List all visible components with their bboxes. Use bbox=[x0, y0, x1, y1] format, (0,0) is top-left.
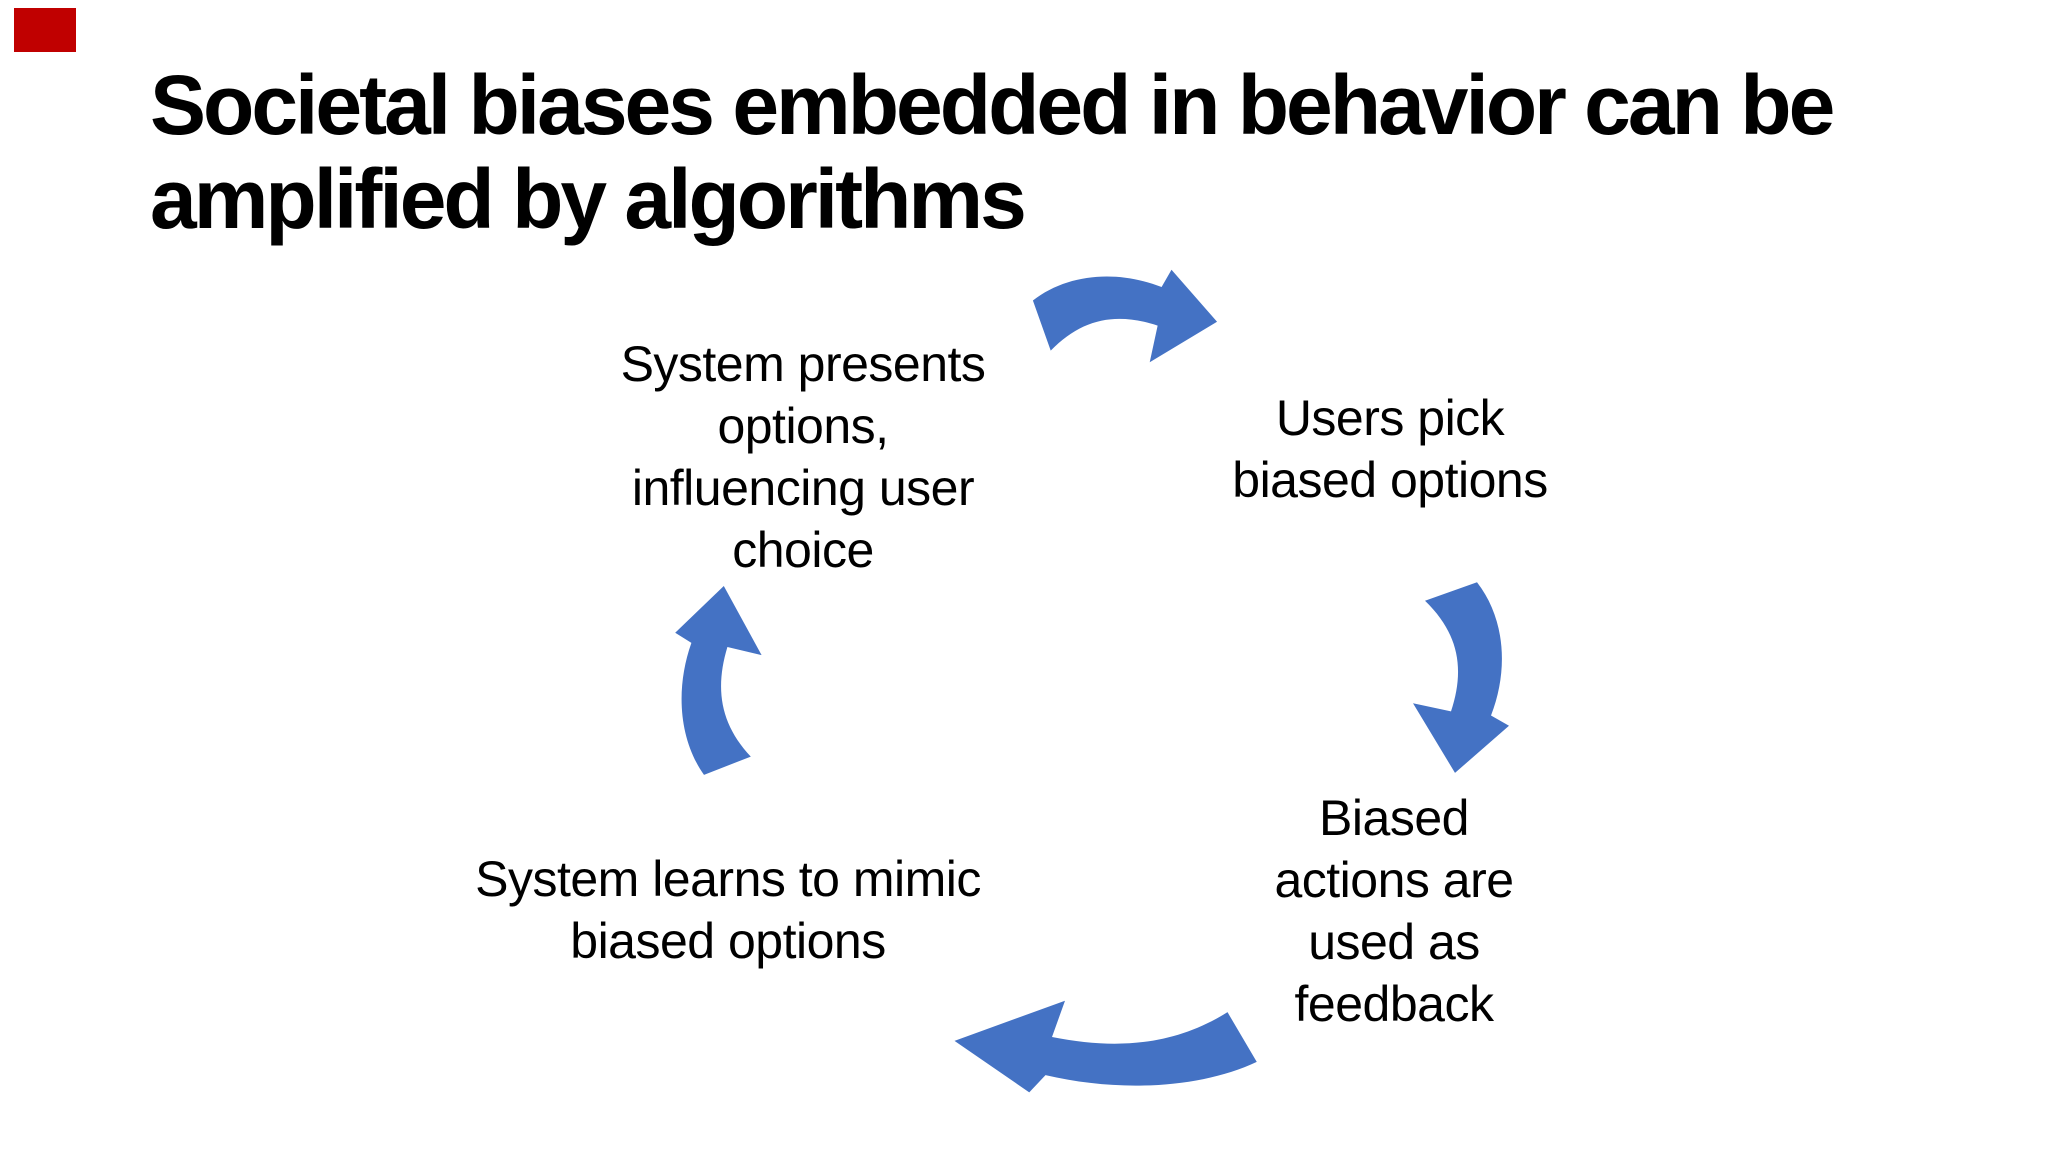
text-line: biased options bbox=[1232, 452, 1548, 508]
red-marker bbox=[14, 8, 76, 52]
curved-arrow-left-icon bbox=[948, 995, 1273, 1100]
text-line: Users pick bbox=[1275, 390, 1505, 446]
cycle-node-system-learns: System learns to mimic biased options bbox=[475, 848, 981, 972]
curved-arrow-down-shape bbox=[1413, 582, 1509, 773]
text-line: options, bbox=[717, 398, 889, 454]
curved-arrow-left-shape bbox=[954, 1000, 1257, 1093]
slide-title: Societal biases embedded in behavior can… bbox=[150, 58, 1835, 246]
curved-arrow-down-svg bbox=[1413, 582, 1509, 773]
text-line: used as bbox=[1308, 914, 1480, 970]
text-line: feedback bbox=[1294, 976, 1494, 1032]
text-line: biased options bbox=[570, 913, 886, 969]
curved-arrow-right-icon bbox=[1023, 262, 1221, 368]
text-line: actions are bbox=[1274, 852, 1514, 908]
curved-arrow-down-icon bbox=[1407, 572, 1517, 777]
text-line: System learns to mimic bbox=[475, 851, 981, 907]
cycle-node-biased-feedback: Biased actions are used as feedback bbox=[1274, 787, 1514, 1035]
curved-arrow-up-shape bbox=[675, 586, 762, 775]
cycle-node-users-pick: Users pick biased options bbox=[1232, 387, 1548, 511]
curved-arrow-right-svg bbox=[1032, 269, 1218, 363]
text-line: Biased bbox=[1319, 790, 1469, 846]
cycle-node-system-presents: System presents options, influencing user c… bbox=[621, 333, 986, 581]
curved-arrow-up-svg bbox=[675, 586, 762, 775]
text-line: System presents bbox=[620, 336, 986, 392]
text-line: choice bbox=[732, 522, 874, 578]
text-line: influencing user bbox=[631, 460, 975, 516]
curved-arrow-right-shape bbox=[1032, 269, 1218, 363]
curved-arrow-left-svg bbox=[954, 1000, 1257, 1093]
curved-arrow-up-icon bbox=[668, 582, 767, 785]
